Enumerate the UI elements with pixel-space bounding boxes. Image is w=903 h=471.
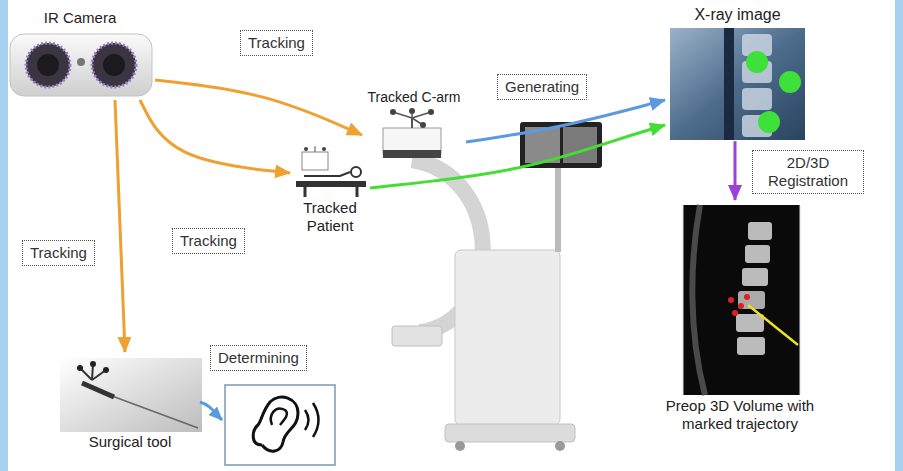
marker-sphere [90,361,96,367]
marker-sphere [322,147,326,151]
fiducial-dot [779,71,801,93]
ct-frame [800,205,801,395]
patient-head [351,167,361,177]
edge-label: Tracking [22,240,95,266]
connector-arrow [466,100,665,142]
table-leg [304,187,307,197]
c-arm-detector [392,326,442,346]
node-label: Tracked Patient [290,198,370,236]
ear-inner [271,409,287,425]
c-arm-node: Tracked C-arm [362,88,466,161]
preop-volume-image [683,205,800,395]
marker-sphere [409,108,415,114]
ct-vertebra [742,268,768,286]
connector-arrow [115,100,125,352]
ct-vertebra [737,337,765,355]
vertebra [742,88,772,110]
picture-area [362,107,466,161]
patient-table [296,181,366,187]
icon-frame [225,385,335,465]
picture-area [665,25,810,141]
planned-point [728,297,734,303]
patient-node: Tracked Patient [290,148,370,236]
monitor-screen [563,127,597,163]
connector-arrow [155,80,362,135]
c-arm-emitter-base [383,150,441,158]
tool-photo-background [60,358,202,432]
volume-node: Preop 3D Volume with marked trajectory [645,200,835,434]
c-arm-head [383,108,441,158]
c-arm-cabinet [455,250,560,425]
camera-lens-core [37,54,59,76]
planned-point [744,294,750,300]
marker-sphere [304,147,308,151]
picture-area [55,352,205,432]
ct-frame [683,205,684,395]
camera-logo [77,58,85,66]
marker-sphere [420,122,426,128]
ct-vertebra [736,314,764,332]
wheel [455,441,465,451]
feedback-arrow [200,402,222,420]
planned-point [738,303,744,309]
picture-area [645,200,835,396]
monitor-stand [555,166,561,252]
marker-sphere [428,109,434,115]
tool-handle [82,383,114,397]
ear-outline [253,397,298,451]
ct-background [683,205,800,395]
c-arm-base [445,424,575,442]
patient-illustration [296,146,366,197]
edge-label: Tracking [172,228,245,254]
ct-vertebra [745,245,770,263]
planned-point [732,310,738,316]
edge-label: 2D/3D Registration [752,150,864,194]
node-label: X-ray image [692,4,782,25]
sound-wave [305,410,309,430]
xray-node: X-ray image [665,4,810,141]
node-label: IR Camera [42,8,119,28]
camera-lens-core [103,54,125,76]
trajectory-line [748,305,798,345]
connector-arrow [370,125,665,188]
surgical-tool-illustration [60,358,202,432]
picture-area [5,28,155,100]
xray-shadow [724,28,734,140]
xray-background [670,28,805,140]
ct-body-outline [692,205,705,395]
camera-node: IR Camera [5,8,155,100]
picture-area [290,148,370,198]
edge-label: Generating [497,74,587,100]
patient-marker-plate [302,152,328,170]
sound-wave [313,403,319,437]
connector-arrow [140,100,290,173]
node-label: Tracked C-arm [366,88,463,107]
node-label: Surgical tool [87,432,174,452]
camera-lens [26,43,70,87]
marker-sphere [103,367,109,373]
monitor [520,122,602,168]
marker-stalk [315,146,316,152]
connector-arrow [734,141,737,200]
ct-vertebra [748,222,772,240]
table-leg [356,187,359,197]
camera-lens [92,43,136,87]
patient-body [304,172,350,176]
camera-body [10,34,152,96]
fiducial-dot [758,111,780,133]
xray-image [670,28,805,140]
edge-label: Tracking [240,30,313,56]
node-label: Preop 3D Volume with marked trajectory [653,396,827,434]
marker-sphere [390,109,396,115]
ir-camera-illustration [10,34,152,96]
audio-feedback-icon [225,385,335,465]
tool-needle [112,396,198,428]
marker-sphere [77,365,83,371]
marker-stalk [411,118,413,128]
step-label: Determining [210,345,307,371]
wheel [555,441,565,451]
tool-node: Surgical tool [55,352,205,452]
fiducial-dot [746,51,768,73]
